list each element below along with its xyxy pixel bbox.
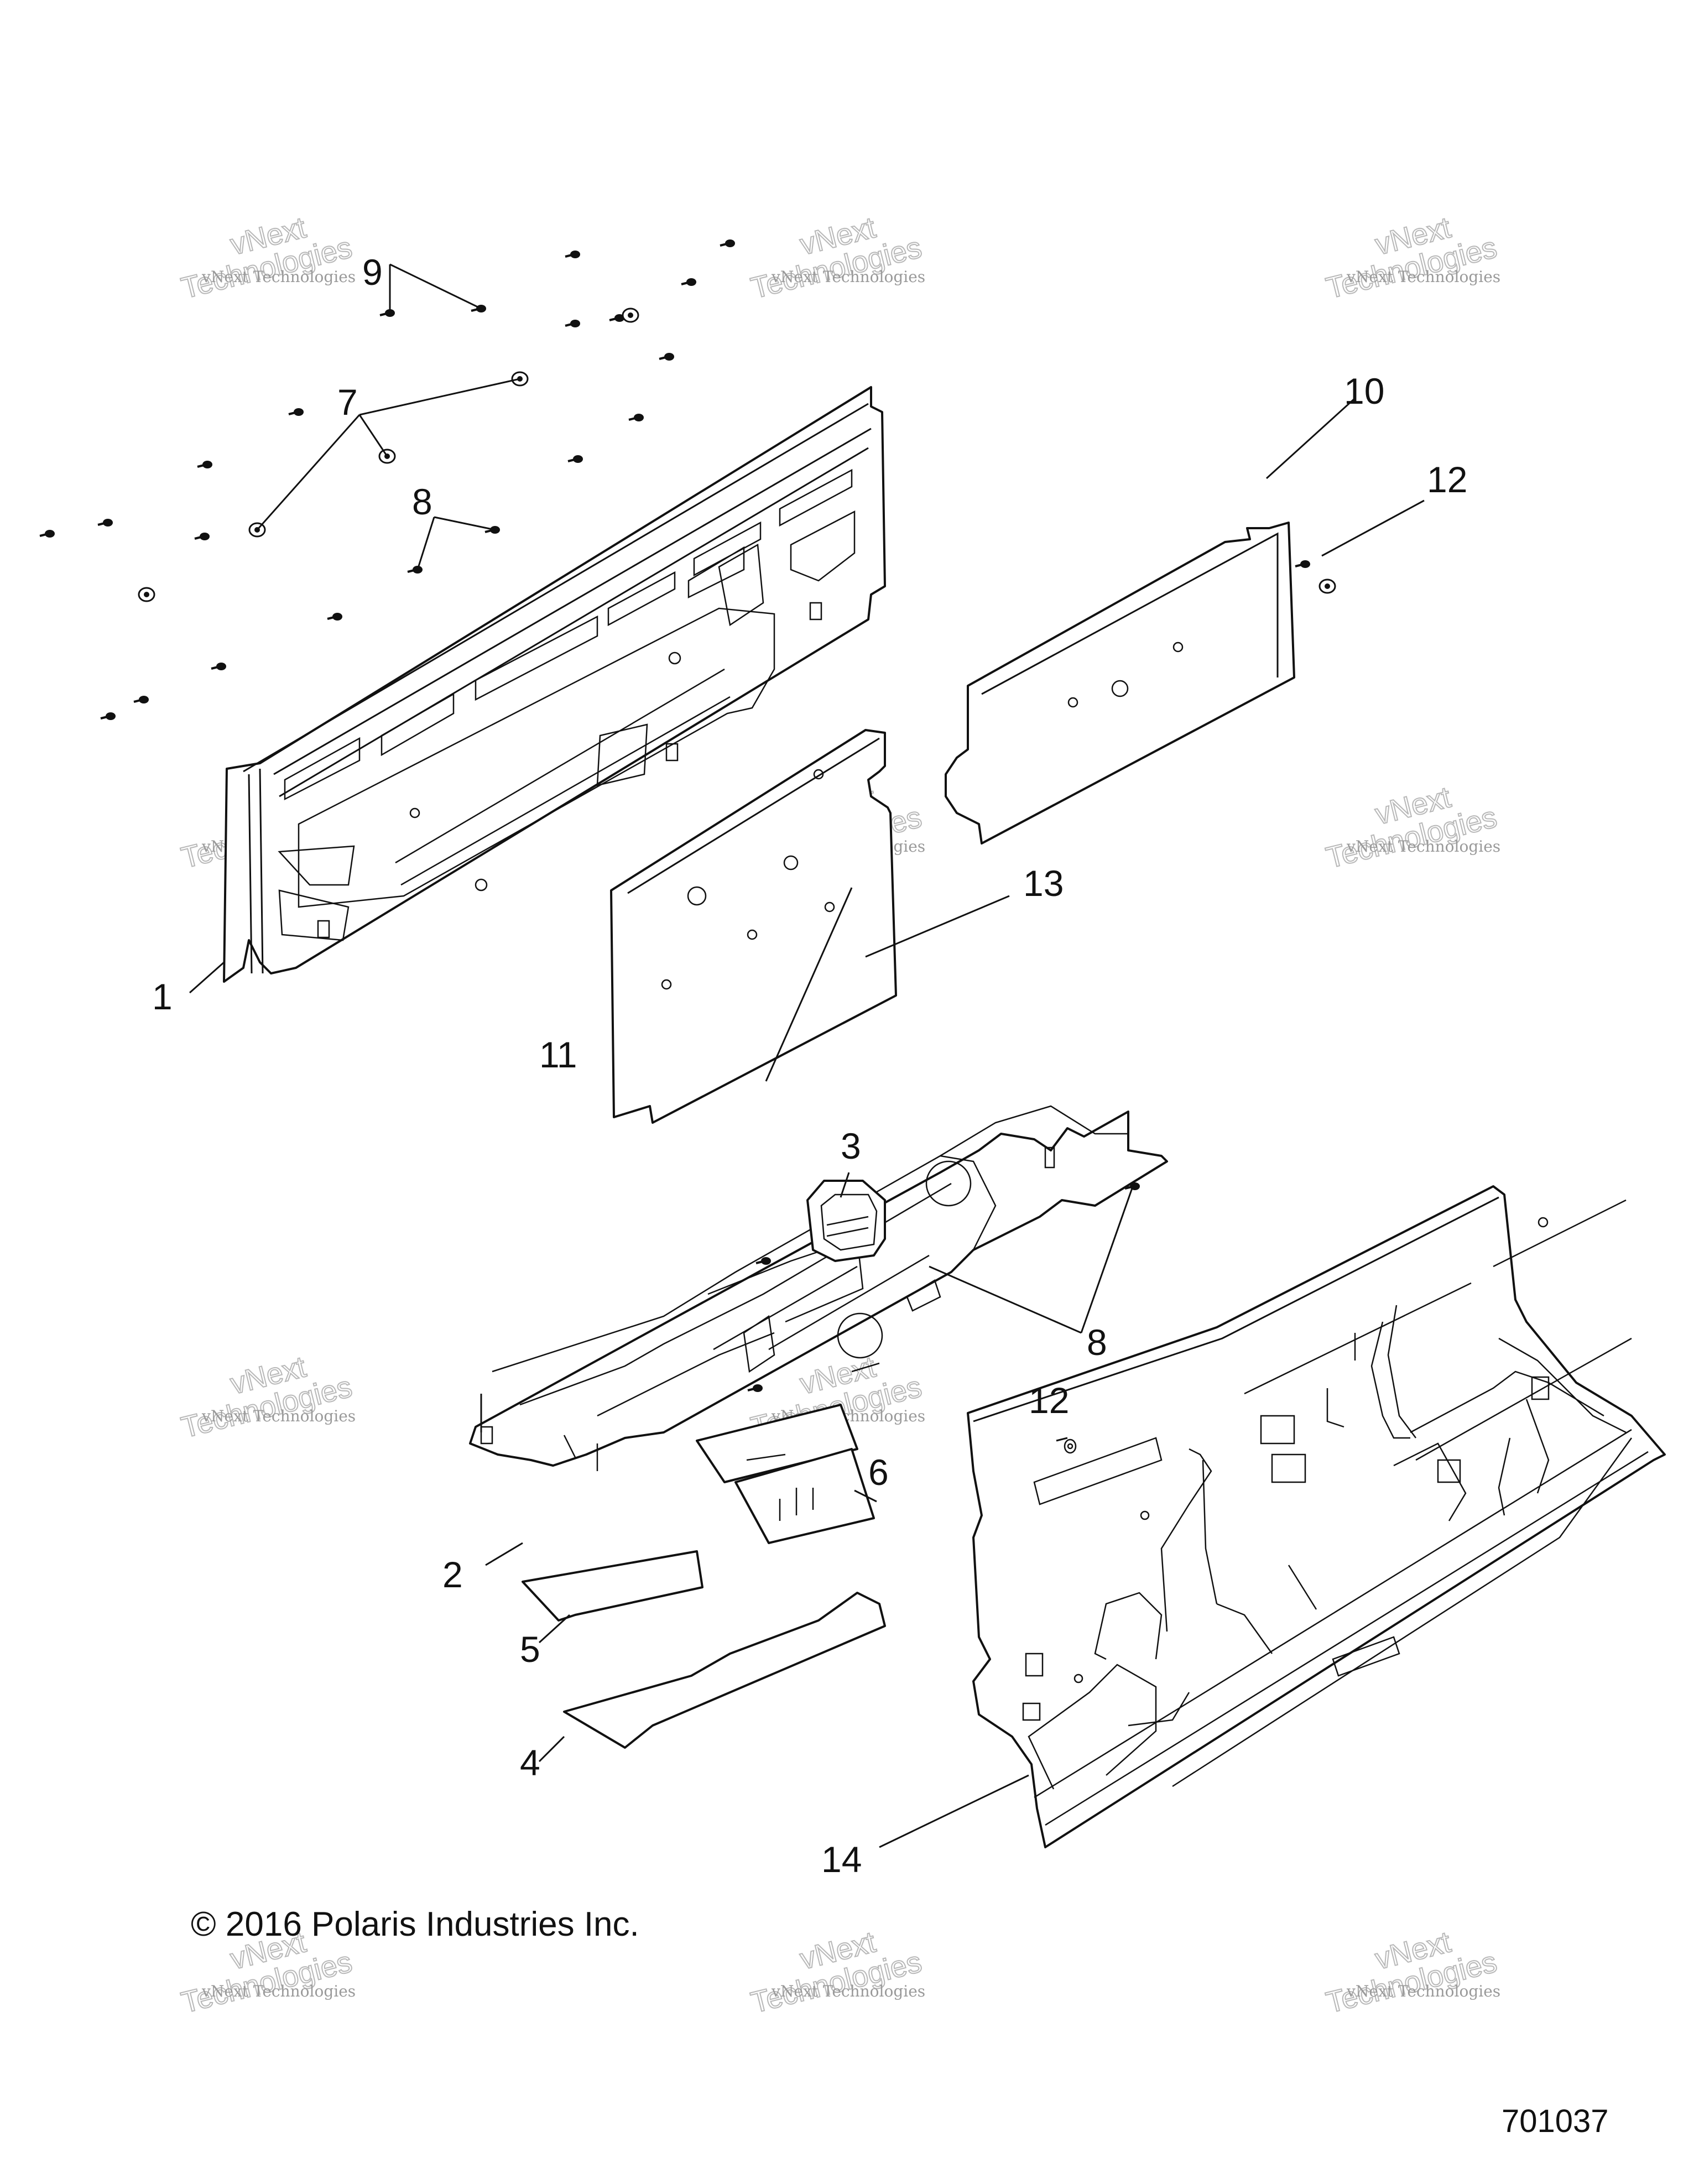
watermark: vNext Technologies vNext Technologies: [1322, 1925, 1500, 2020]
screw-icon: [628, 414, 644, 421]
part-3-grommet: [806, 1180, 886, 1262]
svg-text:vNext Technologies: vNext Technologies: [771, 268, 925, 286]
screw-icon: [288, 408, 304, 416]
callout-8-middle: 8: [1087, 1322, 1107, 1363]
screw-icon: [100, 712, 116, 720]
washer-icon: [622, 307, 639, 323]
svg-text:vNext Technologies: vNext Technologies: [201, 1407, 356, 1425]
screw-icon: [197, 461, 212, 468]
screw-icon: [211, 663, 226, 670]
part-4-insulation: [563, 1592, 886, 1749]
watermark: vNext Technologies vNext Technologies: [747, 1925, 925, 2020]
screw-icon: [720, 239, 735, 247]
callout-13: 13: [1023, 863, 1064, 904]
callout-5: 5: [520, 1629, 540, 1670]
document-number: 701037: [1502, 2103, 1609, 2139]
screw-icon: [747, 1384, 763, 1392]
callout-12-top: 12: [1427, 459, 1467, 500]
washer-icon: [138, 587, 155, 602]
screw-icon: [755, 1257, 771, 1265]
screw-icon: [379, 309, 395, 317]
part-1-rear-panel: [223, 386, 886, 983]
screw-icon: [194, 533, 210, 540]
callout-7: 7: [337, 382, 358, 423]
screw-icon: [1295, 560, 1310, 568]
screw-icon: [39, 530, 55, 538]
callout-3: 3: [841, 1125, 861, 1166]
watermark: vNext Technologies vNext Technologies: [1322, 780, 1500, 875]
callout-9: 9: [362, 252, 383, 293]
part-2-floor-panel: [469, 1105, 1168, 1471]
part-11-pad: [610, 729, 897, 1124]
svg-text:vNext Technologies: vNext Technologies: [201, 1982, 356, 2000]
callout-4: 4: [520, 1742, 540, 1783]
watermark: vNext Technologies vNext Technologies: [178, 210, 356, 305]
callout-labels: 1 2 3 4 5 6 7 8 8 9 10 11 12 12 13 14: [152, 252, 1467, 1880]
screw-icon: [565, 320, 580, 327]
callout-1: 1: [152, 976, 173, 1017]
callout-2: 2: [442, 1554, 463, 1595]
callout-12-bottom: 12: [1029, 1380, 1069, 1421]
svg-text:vNext Technologies: vNext Technologies: [1346, 268, 1500, 286]
screw-icon: [609, 314, 624, 322]
copyright-notice: © 2016 Polaris Industries Inc.: [191, 1905, 639, 1943]
watermark: vNext Technologies vNext Technologies: [747, 210, 925, 305]
screw-icon: [567, 455, 583, 463]
screw-icon: [565, 251, 580, 258]
callout-6: 6: [868, 1452, 889, 1493]
part-5-insulation: [522, 1550, 703, 1622]
part-6-insulation: [696, 1404, 875, 1544]
leader-lines: [189, 263, 1425, 1848]
svg-text:vNext Technologies: vNext Technologies: [1346, 837, 1500, 856]
screw-icon: [681, 278, 696, 286]
watermark: vNext Technologies vNext Technologies: [1322, 210, 1500, 305]
screw-icon: [133, 696, 149, 703]
screw-icon: [327, 613, 342, 621]
part-14-floor-panel: [967, 1185, 1666, 1848]
callout-10: 10: [1344, 371, 1384, 411]
washer-icon: [1318, 578, 1336, 594]
svg-text:vNext Technologies: vNext Technologies: [771, 1982, 925, 2000]
watermark: vNext Technologies vNext Technologies: [178, 1349, 356, 1445]
callout-14: 14: [821, 1839, 862, 1880]
screw-icon: [659, 353, 674, 361]
screw-icon: [407, 566, 423, 574]
callout-11: 11: [539, 1034, 577, 1075]
callout-8-top: 8: [412, 481, 432, 522]
screw-icon: [97, 519, 113, 527]
screw-icon: [471, 305, 486, 312]
svg-text:vNext Technologies: vNext Technologies: [201, 268, 356, 286]
svg-text:vNext Technologies: vNext Technologies: [1346, 1982, 1500, 2000]
part-10-pad: [945, 522, 1295, 845]
